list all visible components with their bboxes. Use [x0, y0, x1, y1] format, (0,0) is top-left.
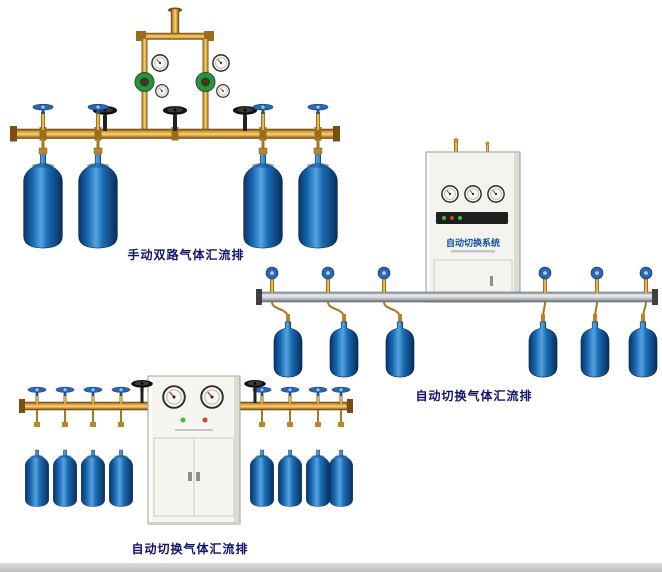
control-cabinet: 自动切换系统	[425, 138, 521, 303]
gas-cylinder	[24, 449, 50, 508]
gas-bottle	[628, 321, 658, 378]
bottom-divider	[0, 563, 662, 572]
blue-valve-knob	[639, 266, 653, 280]
indicator-light-green	[180, 417, 186, 423]
cabinet-gauge	[464, 185, 482, 203]
pressure-gauge	[216, 84, 230, 98]
blue-valve-knob	[590, 266, 604, 280]
blue-valve-handle	[308, 386, 328, 396]
regulator	[134, 72, 155, 92]
regulator-assembly-left	[134, 54, 169, 131]
cabinet-gauge	[200, 385, 224, 409]
regulator	[195, 72, 216, 92]
blue-valve-handle	[307, 103, 329, 114]
auto-switch-manifold-illustration	[19, 375, 354, 525]
valve-handwheel	[162, 106, 188, 120]
auto-switch-manifold-cabinet-illustration: 自动切换系统	[256, 138, 658, 378]
cabinet-gauge	[162, 385, 186, 409]
cabinet-gauge	[487, 185, 505, 203]
cabinet-door-handle	[188, 472, 192, 481]
blue-valve-handle	[111, 386, 131, 396]
product-caption: 自动切换气体汇流排	[131, 542, 249, 556]
gas-cylinder	[108, 449, 134, 508]
control-cabinet	[147, 375, 241, 525]
gas-bottle	[580, 321, 610, 378]
manual-dual-manifold-illustration	[10, 7, 340, 249]
indicator-light-green	[458, 216, 462, 220]
indicator-light-green	[442, 216, 446, 220]
gas-cylinder	[277, 449, 303, 508]
header-pipes	[136, 7, 214, 82]
pressure-gauge	[155, 84, 169, 98]
blue-valve-handle	[32, 103, 54, 114]
cabinet-display	[436, 212, 508, 224]
cabinet-door-handle	[196, 472, 200, 481]
blue-valve-handle	[27, 386, 47, 396]
gas-cylinder	[305, 449, 331, 508]
blue-valve-handle	[252, 103, 274, 114]
pigtail-connectors	[38, 138, 323, 155]
blue-valve-handle	[280, 386, 300, 396]
regulator-assembly-right	[195, 54, 230, 131]
gas-bottle	[385, 321, 415, 378]
indicator-light-red	[202, 417, 208, 423]
gas-cylinder	[23, 154, 63, 249]
gas-cylinder	[328, 449, 354, 508]
cylinder-valve-handles	[32, 103, 329, 130]
blue-valve-handle	[331, 386, 351, 396]
blue-valve-knob	[377, 266, 391, 280]
gas-cylinder	[80, 449, 106, 508]
gas-cylinder	[52, 449, 78, 508]
cylinder-valve-handles	[265, 266, 653, 293]
blue-valve-handle	[55, 386, 75, 396]
blue-valve-knob	[538, 266, 552, 280]
blue-valve-handle	[83, 386, 103, 396]
indicator-light-red	[450, 216, 454, 220]
product-caption: 自动切换气体汇流排	[415, 389, 533, 403]
blue-valve-knob	[321, 266, 335, 280]
pigtail-connectors	[34, 410, 344, 427]
blue-valve-knob	[265, 266, 279, 280]
gas-bottles	[273, 314, 658, 378]
valve-handles	[27, 379, 351, 404]
pressure-gauge	[151, 54, 169, 72]
manifold-pipe	[256, 289, 658, 305]
manifold-pipe	[10, 126, 340, 142]
gas-bottle	[528, 321, 558, 378]
cabinet-door-handle	[490, 276, 493, 286]
cabinet-gauge	[441, 185, 459, 203]
gas-bottle	[329, 321, 359, 378]
pressure-gauge	[212, 54, 230, 72]
gas-cylinder	[249, 449, 275, 508]
gas-bottle	[273, 321, 303, 378]
gas-cylinder	[78, 154, 118, 249]
shutoff-valves	[92, 106, 258, 131]
cabinet-label: 自动切换系统	[446, 237, 500, 249]
product-caption: 手动双路气体汇流排	[127, 248, 245, 262]
pigtail-connectors	[271, 301, 647, 319]
